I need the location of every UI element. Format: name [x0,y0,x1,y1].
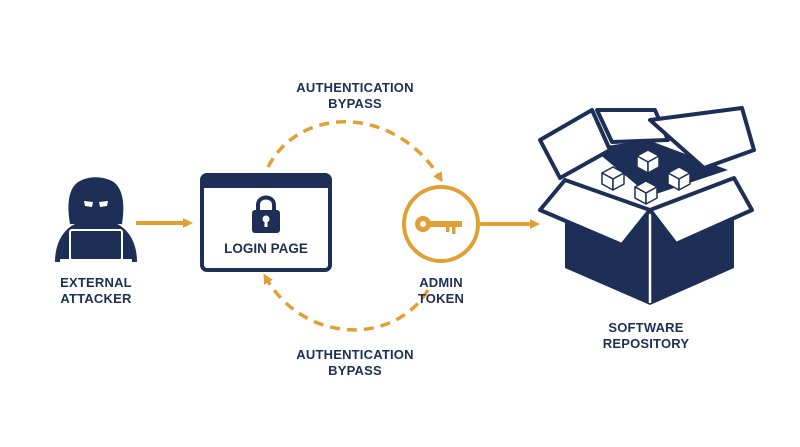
token-label-line1: ADMIN [419,275,463,290]
bypass-top-label-line2: BYPASS [328,96,382,111]
key-icon [415,216,462,234]
bypass-bottom-label-line2: BYPASS [328,363,382,378]
attacker-icon [55,177,137,263]
admin-token-icon [402,185,480,263]
attacker-label-line1: EXTERNAL [60,275,132,290]
repository-label-line1: SOFTWARE [608,320,683,335]
bypass-top-label-line1: AUTHENTICATION [296,80,413,95]
open-box-icon [538,106,756,305]
token-label-line2: TOKEN [418,291,464,306]
lock-icon [252,195,280,233]
bypass-arrow-bottom [263,273,430,332]
package-cubes [601,149,691,205]
bypass-bottom-label-line1: AUTHENTICATION [296,347,413,362]
attacker-label-line2: ATTACKER [60,291,132,306]
bypass-arrow-top [266,120,443,183]
login-page-window [200,173,332,272]
repository-label-line2: REPOSITORY [603,336,690,351]
login-page-label: LOGIN PAGE [224,241,308,256]
